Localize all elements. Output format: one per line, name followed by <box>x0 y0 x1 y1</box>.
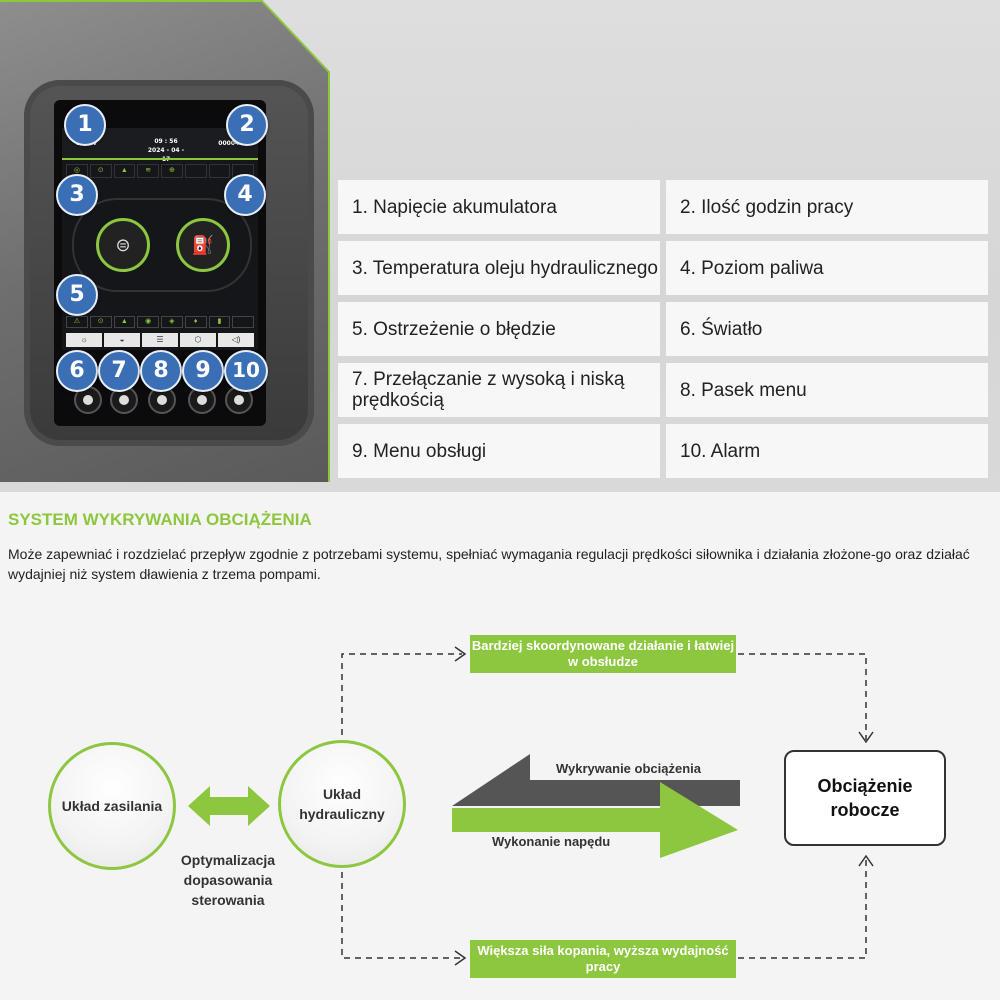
power-system-node: Układ zasilania <box>48 742 176 870</box>
lcd-warning-row: ⚠⊙▲◉◈♦▮ <box>66 316 254 328</box>
benefit-power: Większa siła kopania, wyższa wydajność p… <box>470 940 736 978</box>
optimization-label: Optymalizacja dopasowania sterowania <box>180 852 276 908</box>
time-readout: 09 : 56 <box>154 138 178 145</box>
warning-icon <box>232 316 254 328</box>
legend-item-9: 9. Menu obsługi <box>338 424 660 478</box>
indicator-icon: ⊕ <box>161 164 183 178</box>
legend-item-3: 3. Temperatura oleju hydraulicznego <box>338 241 660 295</box>
warning-icon: ◈ <box>161 316 183 328</box>
arrowhead-icon <box>454 950 467 966</box>
arrowhead-icon <box>454 646 467 662</box>
badge-7: 7 <box>98 350 140 392</box>
hydraulic-system-node: Układ hydrauliczny <box>278 740 406 868</box>
section-description: Może zapewniać i rozdzielać przepływ zgo… <box>8 546 970 582</box>
connector-bottom-right <box>738 858 867 959</box>
badge-8: 8 <box>140 350 182 392</box>
execution-label: Wykonanie napędu <box>492 834 611 849</box>
warning-icon: ▮ <box>208 316 231 328</box>
indicator-icon: ▲ <box>113 164 136 178</box>
working-load-box: Obciążenie robocze <box>784 750 946 846</box>
badge-2: 2 <box>226 104 268 146</box>
lcd-menu-bar: ☼◒☰⬡◁) <box>66 333 254 347</box>
indicator-icon <box>208 164 231 178</box>
badge-3: 3 <box>56 174 98 216</box>
legend-item-2: 2. Ilość godzin pracy <box>666 180 988 234</box>
legend-item-5: 5. Ostrzeżenie o błędzie <box>338 302 660 356</box>
alarm-menu-icon: ◁) <box>218 333 254 347</box>
indicator-icon: ≋ <box>137 164 159 178</box>
badge-6: 6 <box>56 350 98 392</box>
legend-item-7: 7. Przełączanie z wysoką i niską prędkoś… <box>338 363 660 417</box>
connector-top-left <box>341 653 462 735</box>
badge-4: 4 <box>224 174 266 216</box>
legend-item-1: 1. Napięcie akumulatora <box>338 180 660 234</box>
legend-item-6: 6. Światło <box>666 302 988 356</box>
gauge-cluster: ⊜ ⛽ <box>72 198 252 292</box>
warning-icon: ▲ <box>113 316 136 328</box>
section-title: SYSTEM WYKRYWANIA OBCIĄŻENIA <box>8 510 312 529</box>
warning-icon: ⚠ <box>66 316 88 328</box>
lcd-indicator-row: ◎⊙▲≋⊕ <box>66 164 254 178</box>
warning-icon: ♦ <box>184 316 207 328</box>
turtle-menu-icon: ◒ <box>104 333 140 347</box>
double-arrow-icon <box>188 786 270 826</box>
indicator-icon: ⊙ <box>89 164 112 178</box>
drive-execution-arrow <box>452 782 738 858</box>
service-menu-icon: ⬡ <box>180 333 216 347</box>
arrowhead-icon <box>858 854 874 867</box>
badge-1: 1 <box>64 104 106 146</box>
menu-list-icon: ☰ <box>142 333 178 347</box>
badge-10: 10 <box>224 350 268 392</box>
badge-9: 9 <box>182 350 224 392</box>
fuel-gauge-icon: ⛽ <box>176 218 230 272</box>
lcd-divider <box>62 158 258 160</box>
photo-accent-border <box>0 0 330 482</box>
warning-icon: ⊙ <box>89 316 112 328</box>
legend-item-10: 10. Alarm <box>666 424 988 478</box>
arrowhead-icon <box>858 731 874 744</box>
hydraulic-temp-gauge-icon: ⊜ <box>96 218 150 272</box>
benefit-coordination: Bardziej skoordynowane działanie i łatwi… <box>470 635 736 673</box>
connector-bottom-left <box>341 872 462 959</box>
legend-item-4: 4. Poziom paliwa <box>666 241 988 295</box>
light-menu-icon: ☼ <box>66 333 102 347</box>
warning-icon: ◉ <box>137 316 159 328</box>
indicator-icon <box>184 164 207 178</box>
connector-top-right <box>738 653 867 740</box>
badge-5: 5 <box>56 274 98 316</box>
detection-label: Wykrywanie obciążenia <box>556 761 701 776</box>
hours-readout: 00004.6 h <box>218 140 252 147</box>
legend-item-8: 8. Pasek menu <box>666 363 988 417</box>
